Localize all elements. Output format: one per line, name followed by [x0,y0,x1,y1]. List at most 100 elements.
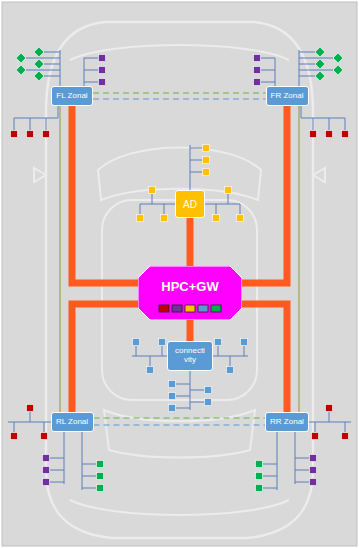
connectivity-box: connecti vity [167,341,213,371]
power-data-trunk [187,218,194,266]
device-wire [50,482,64,483]
car-rear-window [104,410,255,458]
device-square [225,187,232,194]
device-square [215,339,222,346]
zonal-controller-box: RR Zonal [265,412,309,432]
device-wire [190,390,204,391]
device-wire [50,458,64,459]
node-label: FR Zonal [271,92,304,101]
sensor-diamond [34,59,44,69]
sensor-diamond [333,53,343,63]
device-wire [82,464,96,465]
device-wire [299,76,315,77]
device-square [97,461,104,468]
sensor-diamond [315,47,325,57]
device-square [310,455,317,462]
device-square [310,131,317,138]
device-square [11,433,18,440]
device-wire [44,52,60,53]
device-wire [261,70,275,71]
device-square [342,131,349,138]
zonal-link [94,417,266,418]
sensor-diamond [315,59,325,69]
device-wire [14,422,15,432]
domain-color-chip [211,305,221,312]
device-wire [313,118,314,130]
device-square [43,455,50,462]
domain-color-chip [185,305,195,312]
device-square [27,131,34,138]
device-square [326,405,333,412]
device-square [237,215,244,222]
device-wire [30,118,31,130]
node-label: HPC+GW [161,280,218,294]
device-wire [345,422,346,432]
device-wire [299,64,315,65]
device-square [227,367,234,374]
zonal-controller-box: FR Zonal [266,86,309,106]
car-mirror-left [34,168,46,182]
device-wire [295,458,309,459]
device-square [99,67,106,74]
zonal-controller-box: RL Zonal [51,412,94,432]
device-wire [44,64,60,65]
device-square [97,485,104,492]
device-square [254,55,261,62]
power-data-trunk [72,106,138,283]
device-wire [30,412,31,422]
device-wire [82,488,96,489]
device-square [310,467,317,474]
central-computer-octagon: HPC+GW [138,266,242,320]
device-wire [136,346,137,356]
device-wire [299,58,333,59]
device-square [213,215,220,222]
device-square [203,145,210,152]
sensor-diamond [34,71,44,81]
device-wire [295,426,296,484]
car-body-outline [46,22,313,538]
device-square [41,433,48,440]
device-square [99,55,106,62]
device-wire [82,426,83,490]
power-data-trunk [187,320,194,341]
device-wire [64,426,65,484]
sensor-diamond [315,71,325,81]
device-wire [190,160,202,161]
power-data-trunk [242,304,287,412]
device-square [342,433,349,440]
node-label: FL Zonal [56,92,87,101]
device-square [256,473,263,480]
device-wire [162,346,163,356]
zonal-link [299,106,300,412]
domain-color-chip [172,305,182,312]
device-square [159,339,166,346]
device-square [205,387,212,394]
device-wire [263,464,277,465]
device-wire [164,204,165,214]
node-label: RL Zonal [56,418,88,427]
power-data-trunk [242,106,287,283]
device-wire [176,396,190,397]
device-wire [230,356,231,366]
device-wire [44,422,45,432]
device-square [99,79,106,86]
device-square [43,479,50,486]
device-wire [301,118,345,119]
device-wire [295,470,309,471]
sensor-diamond [16,65,26,75]
device-square [203,169,210,176]
device-clusters [8,47,351,491]
device-square [169,393,176,400]
device-wire [84,58,98,59]
device-wire [277,426,278,490]
device-wire [44,76,60,77]
device-wire [50,470,64,471]
device-wire [315,422,316,432]
device-wire [190,402,204,403]
car-mirror-right [313,168,325,182]
device-wire [218,346,219,356]
zonal-controller-box: FL Zonal [51,86,93,106]
